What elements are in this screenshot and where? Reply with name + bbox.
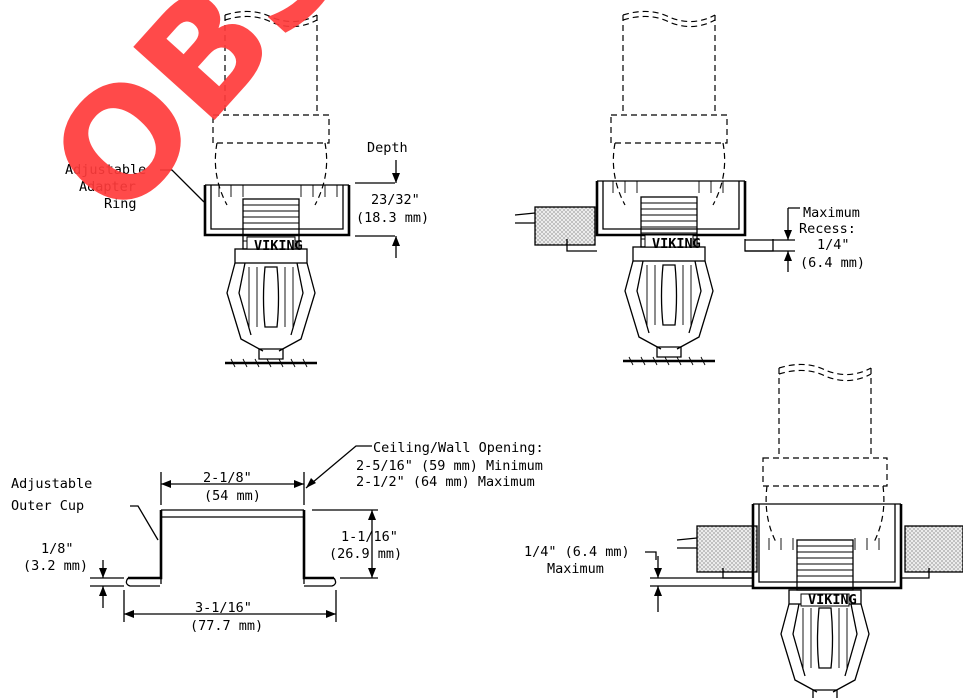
view-outer-cup xyxy=(125,509,337,587)
adapter-label-line3: Ring xyxy=(104,196,137,212)
view-maximum-recess xyxy=(676,363,963,698)
depth-value: 23/32" xyxy=(371,192,420,208)
recess-metric: (6.4 mm) xyxy=(800,255,865,271)
opening-title: Ceiling/Wall Opening: xyxy=(373,440,544,456)
bottom-width-metric: (77.7 mm) xyxy=(190,618,263,634)
bottom-width: 3-1/16" xyxy=(195,600,252,616)
view-adapter-ring xyxy=(203,10,351,369)
adapter-leader xyxy=(160,169,205,203)
ceiling-right xyxy=(904,525,963,573)
ceiling-left xyxy=(696,525,758,573)
opening-min: 2-5/16" (59 mm) Minimum xyxy=(356,458,543,474)
top-width-metric: (54 mm) xyxy=(204,488,261,504)
brand-plate-3: VIKING xyxy=(808,592,857,608)
cup-label-line2: Outer Cup xyxy=(11,498,84,514)
cup-label-line1: Adjustable xyxy=(11,476,92,492)
height-metric: (26.9 mm) xyxy=(329,546,402,562)
adapter-label-line2: Adapter xyxy=(79,179,136,195)
lip-metric: (3.2 mm) xyxy=(23,558,88,574)
max-recess-label: 1/4" (6.4 mm) xyxy=(524,544,630,560)
brand-plate-1: VIKING xyxy=(254,238,303,254)
depth-metric: (18.3 mm) xyxy=(356,210,429,226)
lip-value: 1/8" xyxy=(41,541,74,557)
top-width: 2-1/8" xyxy=(203,470,252,486)
adapter-ring xyxy=(203,185,351,237)
outer-cup xyxy=(128,510,334,580)
max-recess-word: Maximum xyxy=(547,561,604,577)
view-recessed xyxy=(514,10,774,367)
recess-label-line2: Recess: xyxy=(799,221,856,237)
brand-plate-2: VIKING xyxy=(652,236,701,252)
adapter-label-line1: Adjustable xyxy=(65,162,146,178)
opening-max: 2-1/2" (64 mm) Maximum xyxy=(356,474,535,490)
height-value: 1-1/16" xyxy=(341,529,398,545)
recess-label-line1: Maximum xyxy=(803,205,860,221)
depth-label: Depth xyxy=(367,140,408,156)
recess-value: 1/4" xyxy=(817,237,850,253)
ceiling-left xyxy=(534,206,596,246)
